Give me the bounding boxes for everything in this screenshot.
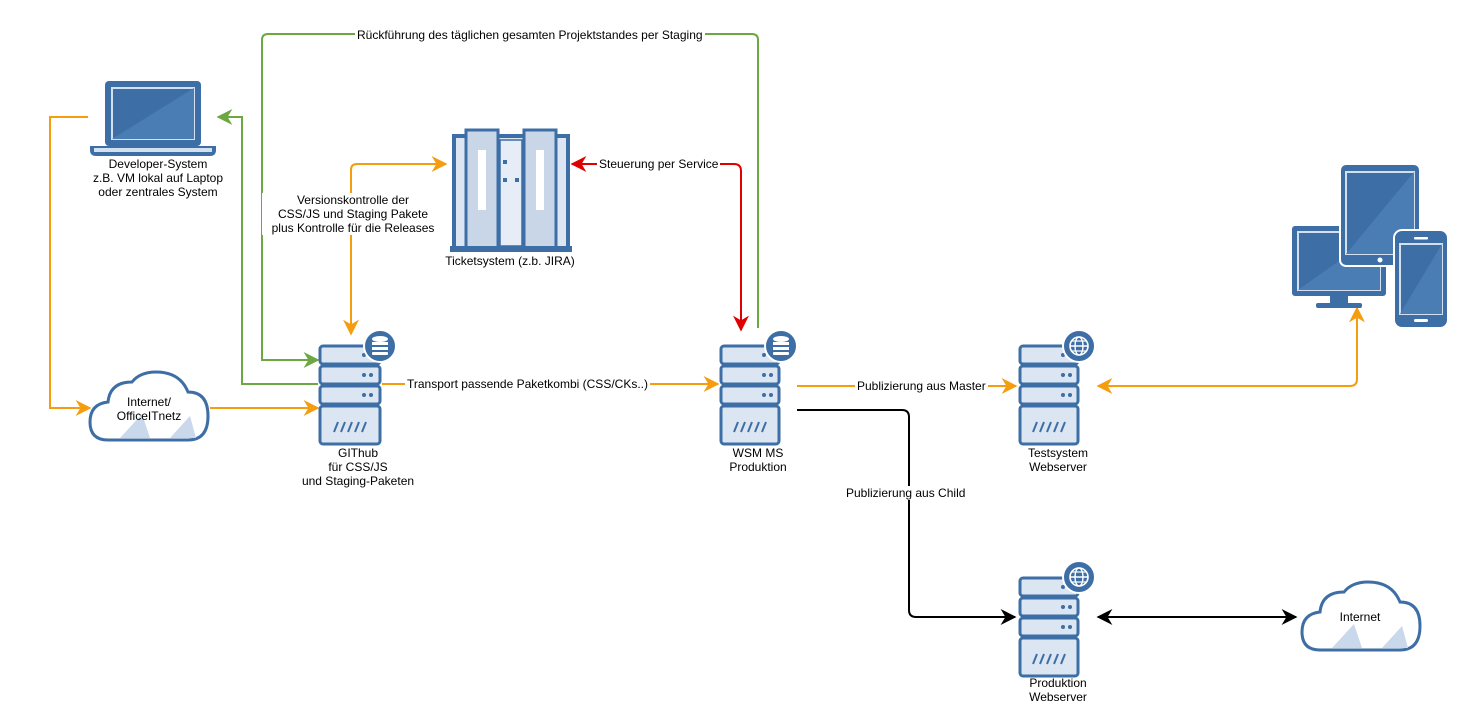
github-label-line: für CSS/JS (328, 460, 388, 474)
produktion-label: Produktion Webserver (1008, 676, 1108, 704)
github-label-line: und Staging-Paketen (301, 474, 415, 488)
wsm-label-line: WSM MS (732, 446, 784, 460)
internet-label: Internet (1339, 610, 1381, 624)
ticketsystem-rack-icon (450, 128, 572, 252)
ticketsystem-label: Ticketsystem (z.b. JIRA) (445, 254, 575, 268)
tablet-icon (1339, 163, 1421, 267)
edge-publizierung-child (797, 409, 1017, 625)
internet-office-line: Internet/ (126, 395, 172, 409)
edge-label-publizierung-child: Publizierung aus Child (844, 486, 968, 500)
edge-rueckfuehrung (261, 33, 759, 368)
developer-label-line: oder zentrales System (98, 185, 218, 199)
database-badge-icon (764, 329, 798, 363)
cloud-icon-internet (1300, 580, 1422, 652)
edge-label-publizierung-master: Publizierung aus Master (855, 379, 988, 393)
wsm-label-line: Produktion (729, 460, 787, 474)
testsystem-label-line: Webserver (1029, 460, 1087, 474)
laptop-icon (90, 81, 216, 156)
globe-badge-icon (1062, 560, 1096, 594)
produktion-server-icon (1018, 576, 1080, 678)
edge-label-transport: Transport passende Paketkombi (CSS/CKs..… (405, 377, 650, 391)
internet-office-label: Internet/ OfficeITnetz (104, 395, 194, 423)
github-label-line: GIThub (337, 446, 379, 460)
cloud-icon-office (88, 370, 210, 442)
edge-steuerung (570, 156, 749, 332)
github-server-icon (318, 344, 382, 446)
wsm-label: WSM MS Produktion (710, 446, 806, 474)
testsystem-server-icon (1018, 344, 1080, 446)
edge-versionskontrolle (343, 156, 448, 336)
internet-office-line: OfficeITnetz (116, 409, 182, 423)
smartphone-icon (1393, 229, 1449, 329)
edge-label-versionskontrolle: Versionskontrolle der CSS/JS und Staging… (262, 193, 444, 235)
edge-github-to-developer (216, 109, 318, 385)
versionskontrolle-line: Versionskontrolle der (296, 193, 410, 207)
testsystem-label-line: Testsystem (1027, 446, 1088, 460)
testsystem-label: Testsystem Webserver (1008, 446, 1108, 474)
wsm-server-icon (719, 344, 781, 446)
database-badge-icon (363, 329, 397, 363)
globe-badge-icon (1062, 329, 1096, 363)
edge-label-steuerung: Steuerung per Service (597, 157, 721, 171)
developer-label-line: Developer-System (108, 157, 208, 171)
edge-testsystem-devices (1096, 306, 1365, 394)
developer-label: Developer-System z.B. VM lokal auf Lapto… (78, 157, 238, 199)
produktion-label-line: Produktion (1029, 676, 1087, 690)
versionskontrolle-line: plus Kontrolle für die Releases (271, 221, 435, 235)
edge-developer-to-internet (49, 116, 92, 416)
produktion-label-line: Webserver (1029, 690, 1087, 704)
edge-label-rueckfuehrung: Rückführung des täglichen gesamten Proje… (355, 28, 705, 42)
github-label: GIThub für CSS/JS und Staging-Paketen (288, 446, 428, 488)
versionskontrolle-line: CSS/JS und Staging Pakete (277, 207, 429, 221)
developer-label-line: z.B. VM lokal auf Laptop (92, 171, 224, 185)
